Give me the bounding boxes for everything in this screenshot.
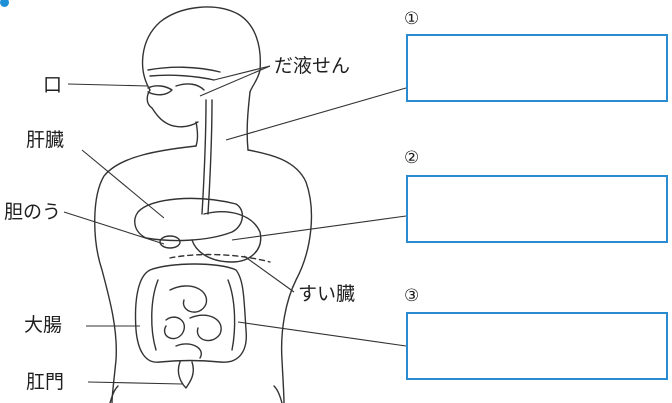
answer-number-1: ① <box>404 9 419 29</box>
nasal-cavity <box>148 67 220 72</box>
label-large-intestine: 大腸 <box>24 314 62 336</box>
leader-mouth <box>68 84 148 86</box>
neck-right <box>247 92 250 150</box>
mouth-shape <box>148 86 172 95</box>
small-intestine-coils <box>165 286 222 358</box>
leader-anus <box>88 382 182 384</box>
label-pancreas: すい臓 <box>298 283 355 305</box>
torso-right <box>248 150 311 403</box>
neck-left <box>196 122 198 146</box>
label-mouth: 口 <box>43 74 62 96</box>
face-profile <box>147 90 198 127</box>
leader-box-3 <box>238 322 406 346</box>
label-liver: 肝臓 <box>26 129 64 151</box>
answer-number-2: ② <box>404 148 419 168</box>
leader-box-1 <box>226 88 406 140</box>
answer-box-2[interactable] <box>406 175 668 243</box>
gallbladder-shape <box>160 236 180 248</box>
answer-number-3: ③ <box>404 286 419 306</box>
liver-shape <box>135 198 243 240</box>
leader-liver <box>82 150 164 218</box>
leader-gallbladder <box>64 212 164 244</box>
esophagus <box>202 100 206 214</box>
label-gallbladder: 胆のう <box>4 201 61 223</box>
answer-box-1[interactable] <box>406 34 668 102</box>
head-outline <box>143 7 261 92</box>
label-salivary-glands: だ液せん <box>274 55 350 77</box>
answer-box-3[interactable] <box>406 312 668 380</box>
label-anus: 肛門 <box>26 371 64 393</box>
